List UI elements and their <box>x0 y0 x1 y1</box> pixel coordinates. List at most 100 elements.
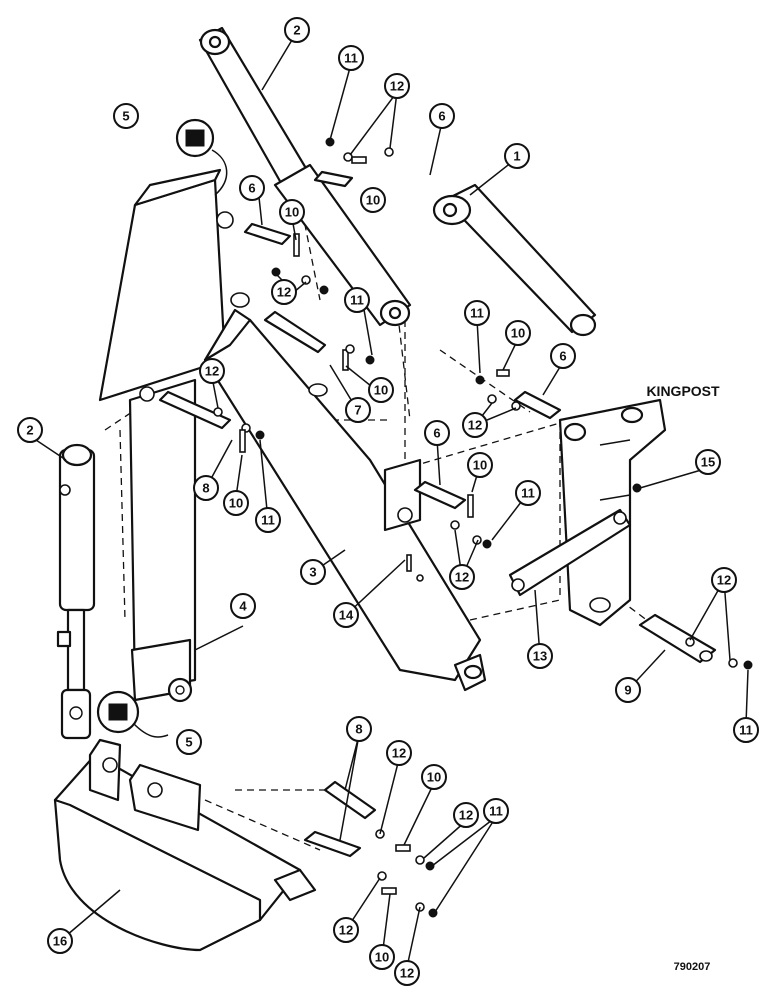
svg-text:10: 10 <box>375 950 389 965</box>
callout-11-mid: 11 <box>344 287 370 313</box>
callout-7: 7 <box>345 397 371 423</box>
svg-text:2: 2 <box>293 23 300 38</box>
svg-text:11: 11 <box>521 486 535 501</box>
svg-text:5: 5 <box>185 735 192 750</box>
svg-text:12: 12 <box>400 966 414 981</box>
callout-5-top: 5 <box>113 103 139 129</box>
callout-11-right: 11 <box>464 300 490 326</box>
svg-text:11: 11 <box>344 51 358 66</box>
svg-text:12: 12 <box>277 285 291 300</box>
callout-6-arm: 6 <box>424 420 450 446</box>
svg-text:10: 10 <box>473 458 487 473</box>
callout-1: 1 <box>504 143 530 169</box>
svg-text:11: 11 <box>739 723 753 738</box>
callout-11-pin9: 11 <box>733 717 759 743</box>
pin-9 <box>638 613 717 664</box>
callout-11-left: 11 <box>255 507 281 533</box>
svg-text:10: 10 <box>427 770 441 785</box>
svg-text:12: 12 <box>205 364 219 379</box>
callout-13: 13 <box>527 643 553 669</box>
callout-10-mid: 10 <box>279 199 305 225</box>
svg-text:10: 10 <box>229 496 243 511</box>
pins <box>158 170 562 858</box>
callout-8-bottom: 8 <box>346 716 372 742</box>
svg-text:12: 12 <box>468 418 482 433</box>
cylinder-1 <box>432 183 597 337</box>
callout-15: 15 <box>695 449 721 475</box>
drawing-number: 790207 <box>674 961 711 973</box>
callout-12-bucket-c: 12 <box>333 917 359 943</box>
svg-text:8: 8 <box>355 722 362 737</box>
callout-10-left: 10 <box>223 490 249 516</box>
callout-12-arm-end: 12 <box>449 564 475 590</box>
callout-11-bucket: 11 <box>483 798 509 824</box>
callout-10-bucket-b: 10 <box>369 944 395 970</box>
cylinder-lower <box>56 443 96 740</box>
callout-10-top: 10 <box>360 187 386 213</box>
boom-4 <box>98 168 234 703</box>
callout-bubbles: 2 11 12 5 6 1 10 6 10 12 11 10 7 11 10 6… <box>17 17 759 986</box>
svg-text:16: 16 <box>53 934 67 949</box>
svg-text:12: 12 <box>392 746 406 761</box>
callout-4: 4 <box>230 593 256 619</box>
svg-text:6: 6 <box>438 109 445 124</box>
callout-6-mid: 6 <box>239 175 265 201</box>
callout-12-right: 12 <box>462 412 488 438</box>
svg-text:12: 12 <box>390 79 404 94</box>
callout-12-bucket-d: 12 <box>394 960 420 986</box>
callout-9: 9 <box>615 677 641 703</box>
callout-14: 14 <box>333 602 359 628</box>
svg-text:10: 10 <box>285 205 299 220</box>
callout-5-bottom: 5 <box>176 729 202 755</box>
svg-text:1: 1 <box>513 149 520 164</box>
svg-text:8: 8 <box>202 481 209 496</box>
svg-text:15: 15 <box>701 455 715 470</box>
bucket-16 <box>53 738 317 952</box>
callout-8-left: 8 <box>193 475 219 501</box>
hardware <box>213 137 753 918</box>
kingpost-label: KINGPOST <box>646 383 720 399</box>
svg-text:12: 12 <box>717 573 731 588</box>
callout-12-top: 12 <box>384 73 410 99</box>
svg-text:11: 11 <box>489 804 503 819</box>
kingpost <box>558 398 667 627</box>
svg-text:6: 6 <box>248 181 255 196</box>
link-13 <box>508 508 632 597</box>
svg-text:11: 11 <box>470 306 484 321</box>
svg-text:12: 12 <box>339 923 353 938</box>
callout-10-bucket-a: 10 <box>421 764 447 790</box>
callout-11-arm-end: 11 <box>515 480 541 506</box>
svg-text:11: 11 <box>261 513 275 528</box>
callout-6-top: 6 <box>429 103 455 129</box>
callout-12-left: 12 <box>199 358 225 384</box>
svg-text:12: 12 <box>455 570 469 585</box>
callout-6-right: 6 <box>550 343 576 369</box>
callout-10-right: 10 <box>505 320 531 346</box>
cylinder-upper <box>198 26 412 327</box>
svg-text:10: 10 <box>374 383 388 398</box>
svg-text:12: 12 <box>459 808 473 823</box>
callout-2-top: 2 <box>284 17 310 43</box>
svg-text:10: 10 <box>511 326 525 341</box>
svg-text:5: 5 <box>122 109 129 124</box>
svg-text:6: 6 <box>559 349 566 364</box>
svg-text:7: 7 <box>354 403 361 418</box>
callout-10-arm-end: 10 <box>467 452 493 478</box>
callout-2-left: 2 <box>17 417 43 443</box>
svg-text:6: 6 <box>433 426 440 441</box>
callout-12-bucket-b: 12 <box>453 802 479 828</box>
callout-12-bucket-a: 12 <box>386 740 412 766</box>
callout-11-top: 11 <box>338 45 364 71</box>
svg-text:4: 4 <box>239 599 247 614</box>
callout-12-pin9: 12 <box>711 567 737 593</box>
svg-text:13: 13 <box>533 649 547 664</box>
svg-text:9: 9 <box>624 683 631 698</box>
svg-text:2: 2 <box>26 423 33 438</box>
callout-12-mid: 12 <box>271 279 297 305</box>
svg-text:14: 14 <box>339 608 354 623</box>
svg-text:3: 3 <box>309 565 316 580</box>
grease-fittings <box>96 118 228 738</box>
arm-3 <box>203 292 487 692</box>
svg-text:10: 10 <box>366 193 380 208</box>
callout-3: 3 <box>300 559 326 585</box>
